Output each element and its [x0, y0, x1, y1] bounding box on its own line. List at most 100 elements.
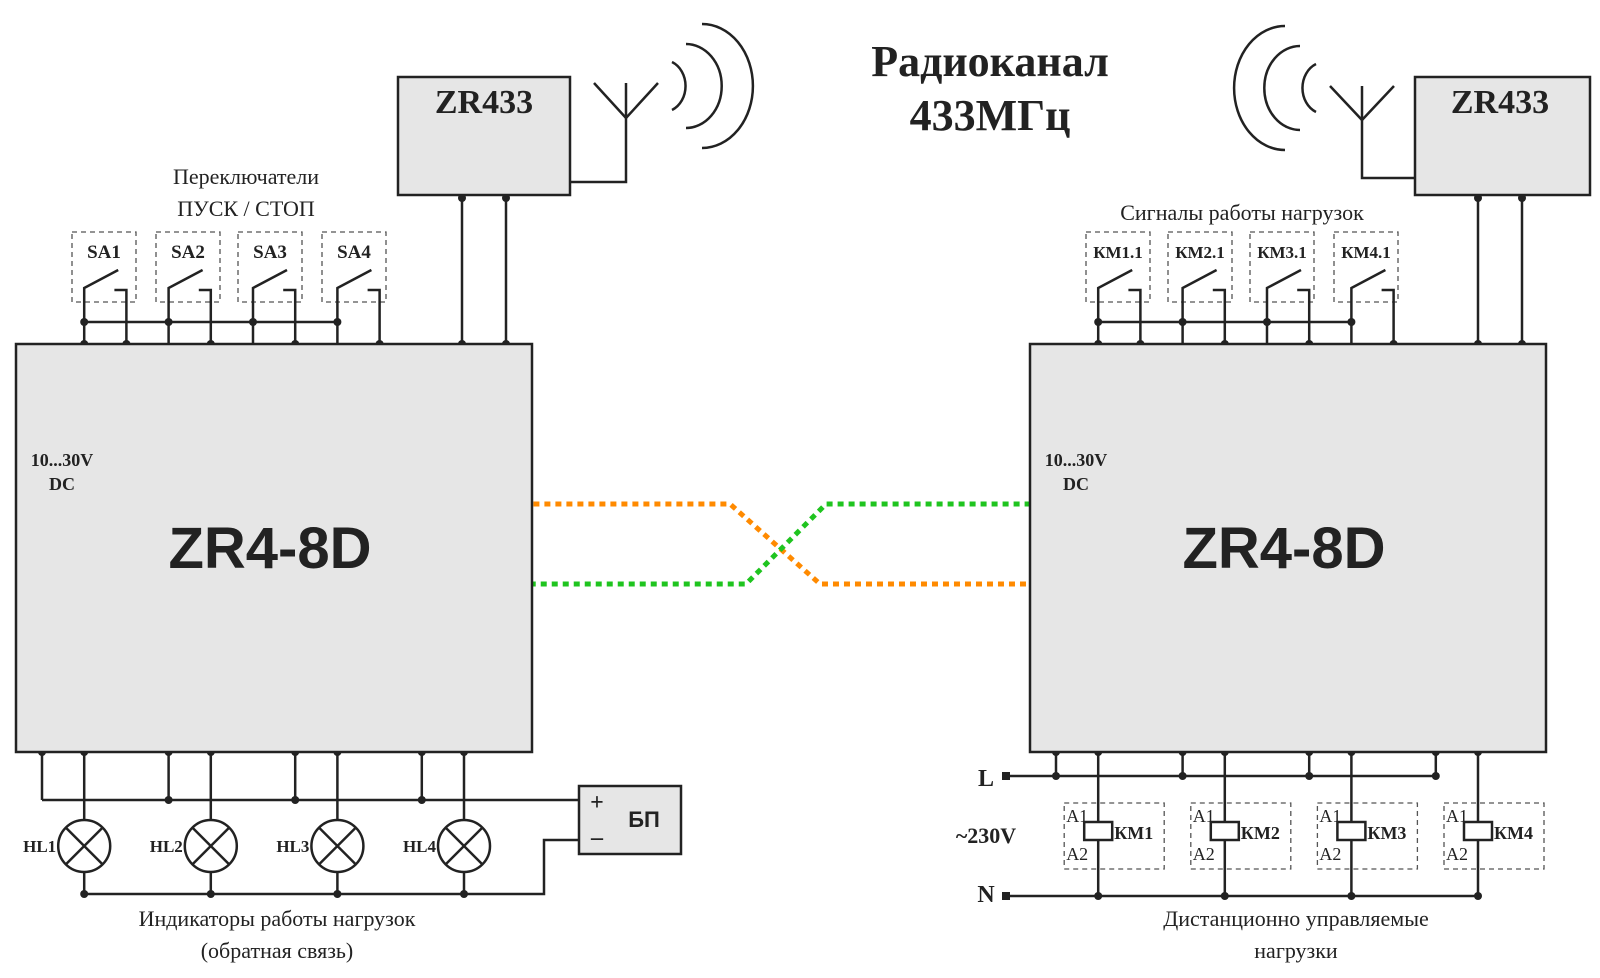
radio-wave-right-3 — [1232, 24, 1286, 152]
switches-caption-line-1: Переключатели — [173, 164, 319, 189]
junction-dot — [1347, 318, 1356, 326]
left-minus-bus — [84, 838, 579, 896]
coil-pin-a1-3: A1 — [1319, 806, 1341, 826]
contact-pin-1 — [1128, 288, 1142, 356]
controller-right — [1028, 342, 1548, 754]
switch-contact-1 — [114, 288, 128, 356]
junction-dot — [417, 796, 426, 804]
lamp-label-3: HL3 — [276, 837, 309, 856]
lamp-label-4: HL4 — [403, 837, 437, 856]
indicators-caption-line-1: Индикаторы работы нагрузок — [139, 906, 416, 931]
psu-plus: + — [590, 790, 604, 816]
contact-pin-4 — [1381, 288, 1395, 356]
controller-right-label: ZR4-8D — [1182, 516, 1385, 581]
mains-n-label: N — [977, 882, 995, 908]
contact-label-1: КМ1.1 — [1093, 243, 1143, 262]
coil-pin-a2-1: A2 — [1066, 844, 1088, 864]
contact-box-4 — [1333, 231, 1399, 303]
switch-label-3: SA3 — [253, 242, 287, 263]
psu-minus: – — [590, 825, 604, 851]
antenna-left-mast — [570, 118, 628, 184]
controller-left — [14, 342, 534, 754]
coil-pin-a2-2: A2 — [1193, 844, 1215, 864]
junction-dot — [1178, 772, 1187, 780]
switch-label-2: SA2 — [171, 242, 205, 263]
loads-caption-line-2: нагрузки — [1254, 938, 1338, 963]
contact-blade-3 — [1265, 268, 1302, 356]
switch-box-3 — [237, 231, 303, 303]
coil-box-1 — [1063, 802, 1165, 870]
junction-dot — [1178, 318, 1187, 326]
junction-dot — [164, 796, 173, 804]
switch-blade-3 — [251, 268, 288, 356]
junction-dot — [333, 318, 342, 326]
junction-dot — [1052, 772, 1060, 780]
junction-dot — [1263, 318, 1271, 326]
lamp-cross-b — [191, 827, 230, 865]
junction-dot — [1094, 892, 1103, 900]
switches-caption-line-2: ПУСК / СТОП — [177, 196, 315, 221]
mains-n-terminal — [1002, 892, 1010, 900]
junction-dot — [80, 318, 89, 326]
coil-label-1: КМ1 — [1114, 823, 1153, 843]
coil-box-2 — [1190, 802, 1292, 870]
controller-left-dc: DC — [49, 474, 75, 494]
radio-module-right-label: ZR433 — [1451, 84, 1549, 121]
contact-label-2: КМ2.1 — [1175, 243, 1225, 262]
switch-contact-4 — [367, 288, 381, 356]
switch-label-4: SA4 — [337, 242, 371, 263]
switch-blade-4 — [336, 268, 372, 356]
controller-right-voltage: 10...30V — [1045, 450, 1108, 470]
coil-1 — [1082, 820, 1114, 842]
contact-blade-2 — [1181, 268, 1218, 356]
switch-blade-2 — [167, 268, 204, 356]
coil-3 — [1336, 820, 1367, 842]
loads-caption-line-1: Дистанционно управляемые — [1163, 906, 1429, 931]
contact-box-2 — [1167, 231, 1233, 303]
controller-left-label: ZR4-8D — [168, 516, 371, 581]
junction-dot — [1220, 892, 1229, 900]
switch-box-1 — [71, 231, 137, 303]
contact-box-1 — [1085, 231, 1151, 303]
lamp-cross-b — [445, 827, 483, 865]
signals-caption: Сигналы работы нагрузок — [1120, 200, 1364, 225]
junction-dot — [1305, 772, 1314, 780]
controller-left-voltage: 10...30V — [31, 450, 94, 470]
coil-pin-a2-3: A2 — [1319, 844, 1341, 864]
switch-box-4 — [321, 231, 387, 303]
coil-2 — [1209, 820, 1241, 842]
mains-voltage-label: ~230V — [956, 823, 1016, 848]
mains-l-terminal — [1002, 772, 1010, 780]
controller-right-dc: DC — [1063, 474, 1089, 494]
coil-label-3: КМ3 — [1367, 823, 1406, 843]
junction-dot — [1431, 772, 1440, 780]
radio-wave-left-1 — [671, 60, 687, 112]
switch-label-1: SA1 — [87, 242, 121, 263]
junction-dot — [291, 796, 300, 804]
junction-dot — [1474, 892, 1482, 900]
switch-box-2 — [155, 231, 221, 303]
coil-box-3 — [1316, 802, 1419, 870]
coil-pin-a1-1: A1 — [1066, 806, 1088, 826]
switch-blade-1 — [82, 268, 119, 356]
coil-label-4: КМ4 — [1494, 823, 1533, 843]
contact-pin-3 — [1297, 288, 1311, 356]
junction-dot — [1094, 318, 1103, 326]
contact-blade-1 — [1096, 268, 1133, 356]
coil-label-2: КМ2 — [1241, 823, 1280, 843]
radio-wave-right-1 — [1301, 62, 1317, 114]
lamp-label-2: HL2 — [150, 837, 183, 856]
junction-dot — [164, 318, 173, 326]
lamp-cross-b — [65, 827, 104, 865]
radio-module-left-label: ZR433 — [435, 84, 533, 121]
lamp-cross-b — [318, 827, 357, 865]
contact-box-3 — [1249, 231, 1315, 303]
radio-module-left — [396, 75, 572, 197]
indicators-caption-line-2: (обратная связь) — [201, 938, 354, 963]
junction-dot — [249, 318, 257, 326]
coil-4 — [1462, 820, 1494, 842]
psu — [577, 784, 683, 856]
radio-module-right — [1413, 75, 1592, 197]
title-line-2: 433МГц — [910, 91, 1071, 140]
mains-l-label: L — [978, 766, 994, 792]
